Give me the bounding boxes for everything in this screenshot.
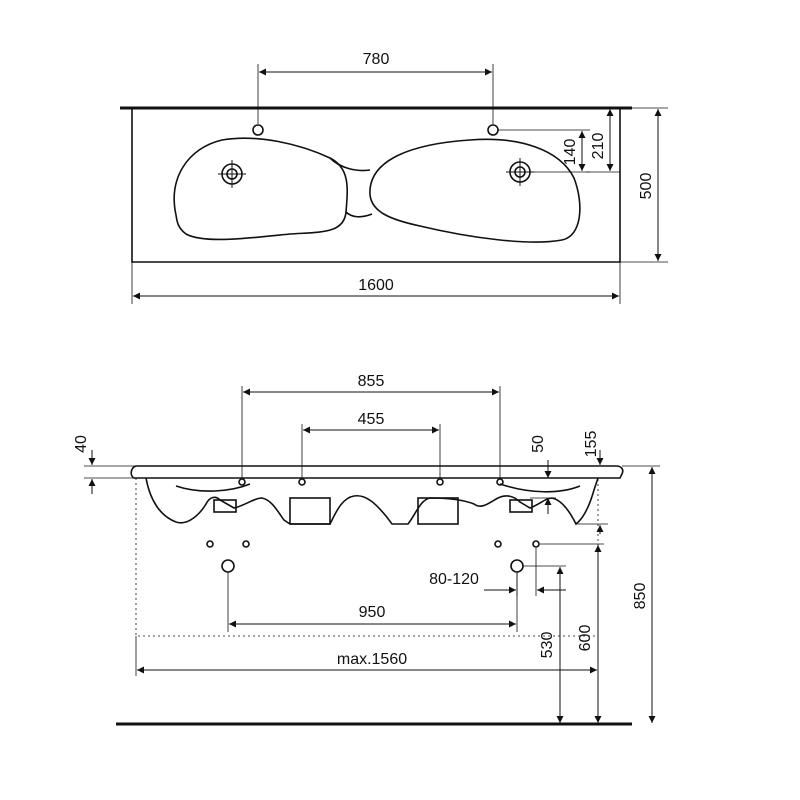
- right-basin-outline: [369, 138, 581, 243]
- dim-label-1600: 1600: [358, 277, 394, 294]
- dim-label-155: 155: [583, 431, 600, 458]
- dim-label-50: 50: [530, 435, 547, 453]
- dim-label-500: 500: [638, 173, 655, 200]
- front-right-drain-body: [509, 499, 533, 513]
- dim-label-850: 850: [632, 583, 649, 610]
- dim-label-210: 210: [590, 133, 607, 160]
- left-supply-hole-icon-1: [206, 540, 214, 548]
- dim-label-600: 600: [577, 625, 594, 652]
- front-hole-icon-4: [496, 478, 504, 486]
- basin-bridge-top: [329, 157, 371, 172]
- dim-label-140: 140: [562, 139, 579, 166]
- basin-bridge-bottom: [345, 211, 373, 218]
- dim-label-780: 780: [363, 51, 390, 68]
- dim-label-80-120: 80-120: [429, 571, 479, 588]
- dim-label-855: 855: [358, 373, 385, 390]
- front-hole-icon-2: [298, 478, 306, 486]
- front-countertop: [130, 465, 624, 479]
- left-supply-hole-icon-2: [242, 540, 250, 548]
- right-faucet-hole-icon: [487, 124, 499, 136]
- top-outline: [131, 108, 621, 263]
- dim-label-40: 40: [73, 435, 90, 453]
- right-waste-outlet-icon: [510, 559, 524, 573]
- left-waste-outlet-icon: [221, 559, 235, 573]
- front-hole-icon-3: [436, 478, 444, 486]
- dim-label-455: 455: [358, 411, 385, 428]
- dim-label-950: 950: [359, 604, 386, 621]
- front-hole-icon-1: [238, 478, 246, 486]
- dim-label-max-1560: max.1560: [337, 651, 407, 668]
- left-faucet-hole-icon: [252, 124, 264, 136]
- front-left-drain-body: [213, 499, 237, 513]
- front-right-bracket: [417, 497, 459, 525]
- right-supply-hole-icon-2: [532, 540, 540, 548]
- top-view: 780 140 210 500 1600: [120, 51, 668, 304]
- dim-label-530: 530: [539, 632, 556, 659]
- front-right-bowl-rim: [499, 483, 581, 493]
- front-left-bowl-rim: [175, 483, 251, 492]
- front-left-bracket: [289, 497, 331, 525]
- right-supply-hole-icon-1: [494, 540, 502, 548]
- front-view: 855 455 40 50 155 80-120 950: [73, 373, 660, 726]
- left-basin-outline: [173, 137, 348, 241]
